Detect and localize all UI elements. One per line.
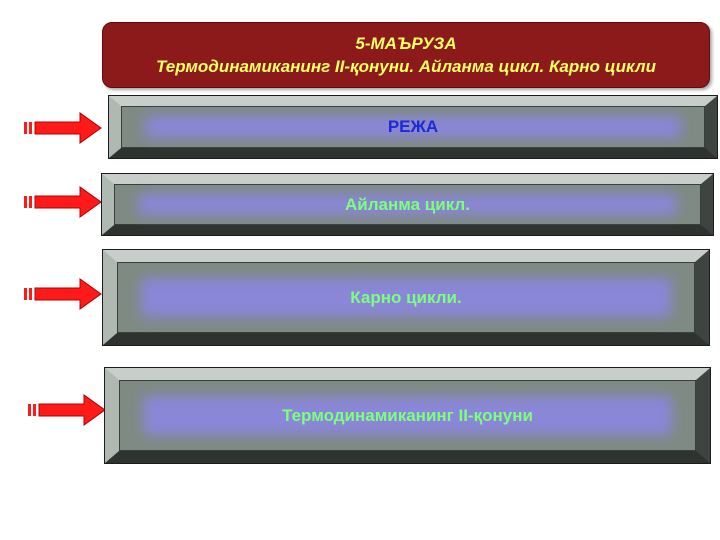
cycle-panel[interactable]: Айланма цикл. [101,173,714,236]
plan-label: РЕЖА [387,117,439,136]
arrow-right-icon [28,394,106,426]
lecture-topic: Термодинамиканинг II-қонуни. Айланма цик… [156,57,656,76]
second-law-label: Термодинамиканинг II-қонуни [282,405,533,425]
second-law-panel[interactable]: Термодинамиканинг II-қонуни [104,367,711,464]
carnot-panel[interactable]: Карно цикли. [102,249,710,346]
carnot-label: Карно цикли. [350,287,462,307]
arrow-right-icon [24,278,102,310]
arrow-right-icon [24,112,102,144]
cycle-label: Айланма цикл. [345,194,470,214]
plan-panel[interactable]: РЕЖА [108,95,718,159]
arrow-right-icon [24,186,102,218]
lecture-number: 5-МАЪРУЗА [355,34,457,53]
lecture-title-box: 5-МАЪРУЗА Термодинамиканинг II-қонуни. А… [102,22,710,88]
